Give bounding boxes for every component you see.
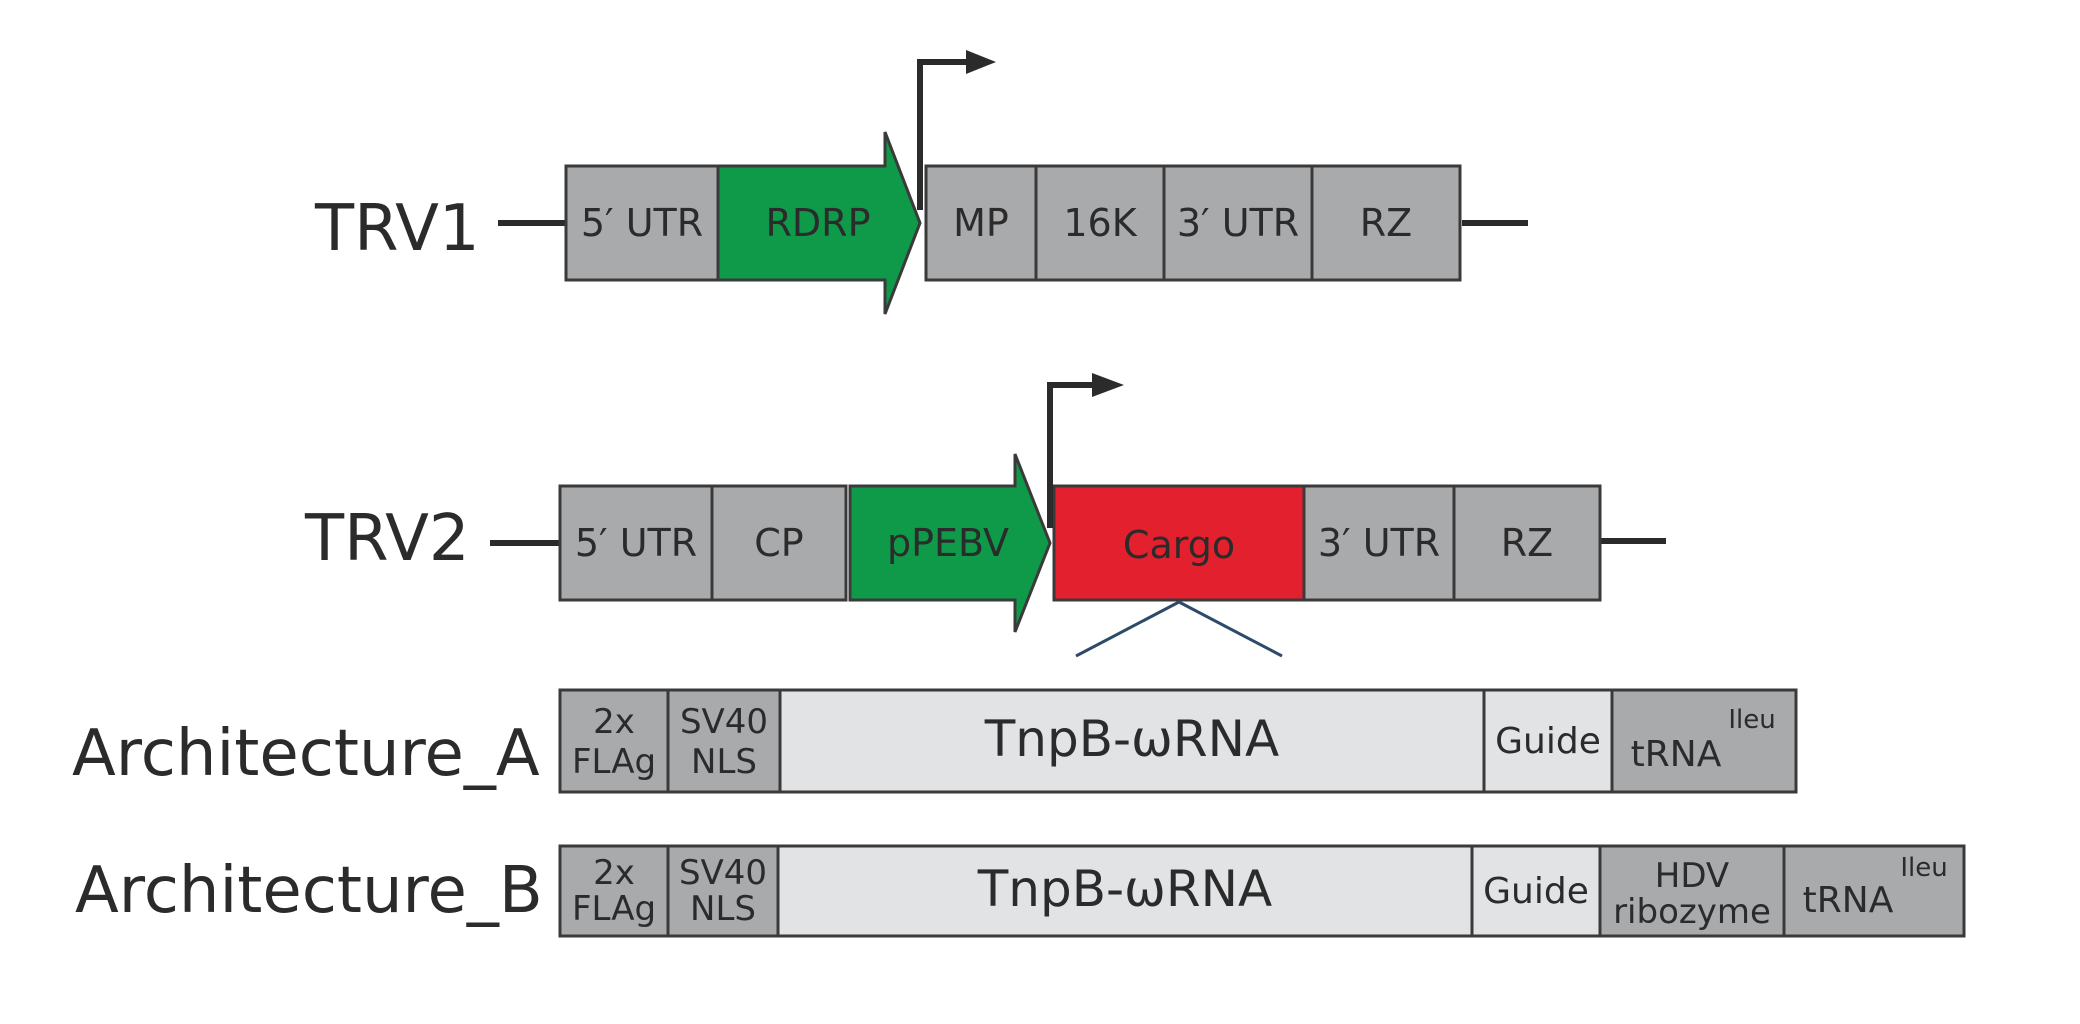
cargo-insert-connector (1075, 600, 1283, 658)
trv2-3utr-segment (1302, 484, 1456, 602)
arch-b-trna-label: tRNA (1803, 880, 1894, 921)
arch-b-trna-segment (1782, 844, 1966, 938)
arch-b-tnpb-segment (776, 844, 1474, 938)
arch-b-hdv-line1: HDV (1655, 856, 1729, 896)
trv1-3utr-label: 3′ UTR (1177, 201, 1299, 245)
arch-b-flag-segment (558, 844, 670, 938)
arch-a-trna-label: tRNA (1631, 734, 1722, 775)
arch-b-hdv-line2: ribozyme (1613, 892, 1771, 932)
arch-b-guide-label: Guide (1483, 871, 1589, 912)
trv1-rdrp-arrow (716, 131, 922, 315)
architecture-b-label: Architecture_B (75, 854, 543, 928)
architecture-b-construct: Architecture_B 2x FLAg SV40 NLS TnpB-ωRN… (75, 844, 1966, 938)
trv1-construct: TRV1 5′ UTR RDRP MP 16K 3′ UTR RZ (314, 50, 1528, 315)
arch-b-tnpb-label: TnpB-ωRNA (977, 860, 1273, 918)
arch-a-tnpb-label: TnpB-ωRNA (984, 710, 1280, 768)
trv1-16k-segment (1034, 164, 1166, 282)
arch-a-flag-line1: 2x (593, 702, 635, 742)
arch-a-nls-line1: SV40 (680, 702, 768, 742)
arch-b-guide-segment (1470, 844, 1602, 938)
architecture-a-label: Architecture_A (72, 717, 540, 791)
trv1-rz-segment (1310, 164, 1462, 282)
trv1-3utr-segment (1162, 164, 1314, 282)
arch-b-trna-superscript: Ileu (1900, 853, 1947, 883)
arch-b-hdv-segment (1598, 844, 1786, 938)
trv1-5utr-label: 5′ UTR (581, 201, 703, 245)
arch-a-guide-label: Guide (1495, 721, 1601, 762)
arch-a-trna-segment (1610, 688, 1798, 794)
trv2-label: TRV2 (304, 502, 470, 576)
trv2-cargo-label: Cargo (1123, 523, 1235, 567)
trv2-rz-segment (1452, 484, 1602, 602)
trv2-5utr-segment (558, 484, 714, 602)
arch-b-nls-line2: NLS (690, 889, 756, 929)
trv1-rz-label: RZ (1360, 201, 1412, 245)
architecture-a-construct: Architecture_A 2x FLAg SV40 NLS TnpB-ωRN… (72, 688, 1798, 794)
trv1-label: TRV1 (314, 192, 480, 266)
trv2-cp-label: CP (754, 521, 803, 565)
trv1-rdrp-label: RDRP (766, 201, 871, 245)
trv2-5utr-label: 5′ UTR (575, 521, 697, 565)
trv1-16k-label: 16K (1063, 201, 1137, 245)
arch-a-nls-segment (666, 688, 782, 794)
trv1-mp-label: MP (953, 201, 1009, 245)
trv2-construct: TRV2 5′ UTR CP pPEBV Cargo 3′ UTR RZ (304, 373, 1666, 658)
arch-a-trna-superscript: Ileu (1728, 705, 1775, 735)
trv2-cargo-segment (1052, 484, 1306, 602)
trv2-3utr-label: 3′ UTR (1318, 521, 1440, 565)
trv2-cp-segment (710, 484, 848, 602)
trv2-ppebv-label: pPEBV (887, 521, 1009, 565)
arch-a-nls-line2: NLS (691, 742, 757, 782)
trv2-promoter-arrowhead-icon (1092, 373, 1124, 397)
trv2-ppebv-arrow (848, 453, 1052, 633)
arch-b-flag-line1: 2x (593, 853, 635, 893)
arch-b-flag-line2: FLAg (572, 889, 656, 929)
trv1-promoter-arrow-icon (917, 59, 970, 210)
trv1-promoter-arrowhead-icon (966, 50, 996, 74)
trv2-rz-label: RZ (1501, 521, 1553, 565)
arch-a-tnpb-segment (778, 688, 1486, 794)
arch-a-flag-line2: FLAg (572, 742, 656, 782)
trv2-promoter-arrow-icon (1047, 382, 1096, 528)
arch-b-nls-line1: SV40 (679, 853, 767, 893)
